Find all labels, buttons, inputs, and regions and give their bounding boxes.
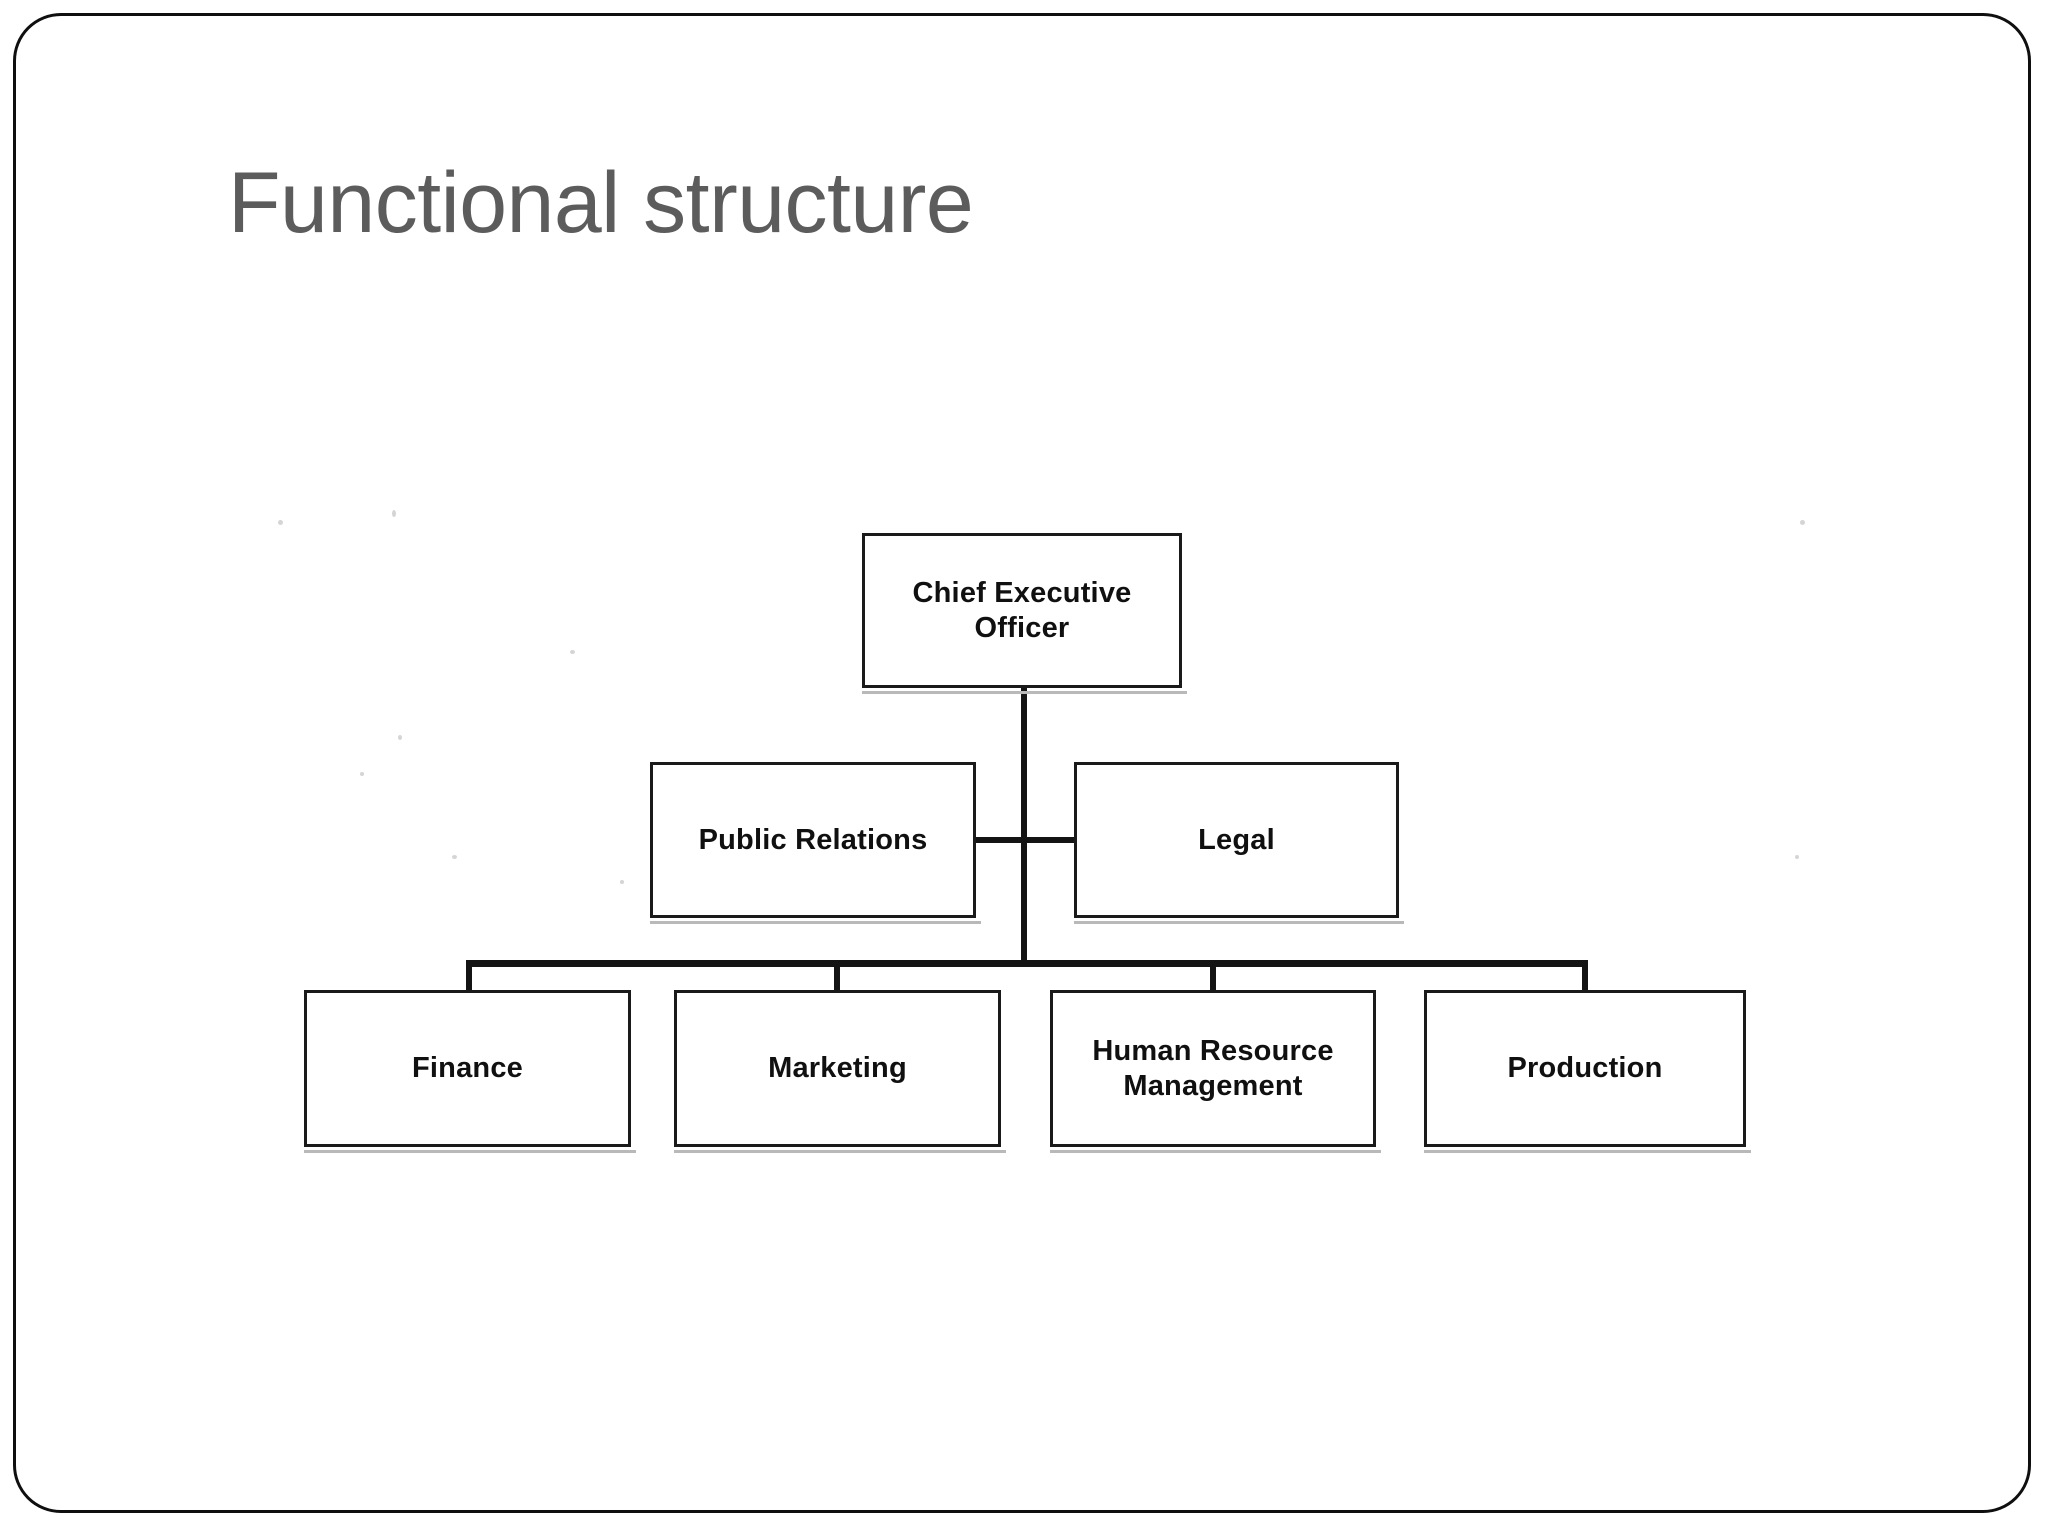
connector-pr-legal: [972, 837, 1077, 843]
org-node-label: Marketing: [768, 1052, 907, 1085]
connector-drop-hrm: [1210, 960, 1216, 992]
connector-drop-marketing: [834, 960, 840, 992]
org-node-label: Legal: [1198, 823, 1275, 856]
page-title: Functional structure: [228, 155, 974, 251]
org-node-human-resource-management: Human Resource Management: [1050, 990, 1381, 1153]
scan-speck: [392, 510, 396, 517]
org-node-finance: Finance: [304, 990, 636, 1153]
scan-speck: [1795, 855, 1799, 859]
org-node-label: Finance: [412, 1052, 523, 1085]
org-node-marketing: Marketing: [674, 990, 1006, 1153]
scan-speck: [398, 735, 402, 740]
connector-ceo-stem: [1021, 686, 1027, 966]
scan-speck: [452, 855, 457, 859]
connector-department-bus: [466, 960, 1588, 967]
connector-drop-production: [1582, 960, 1588, 992]
org-node-label: Production: [1507, 1052, 1663, 1085]
scan-speck: [360, 772, 364, 776]
org-node-legal: Legal: [1074, 762, 1404, 924]
connector-drop-finance: [466, 960, 472, 992]
org-node-production: Production: [1424, 990, 1751, 1153]
org-node-chief-executive-officer: Chief Executive Officer: [862, 533, 1187, 694]
scan-speck: [1800, 520, 1805, 525]
slide-border-frame: [13, 13, 2031, 1513]
org-node-label: Human Resource Management: [1092, 1035, 1334, 1102]
org-node-label: Public Relations: [698, 823, 928, 856]
scan-speck: [620, 880, 624, 884]
scan-speck: [278, 520, 283, 525]
scan-speck: [570, 650, 575, 654]
org-node-public-relations: Public Relations: [650, 762, 981, 924]
org-node-label: Chief Executive Officer: [912, 577, 1132, 644]
